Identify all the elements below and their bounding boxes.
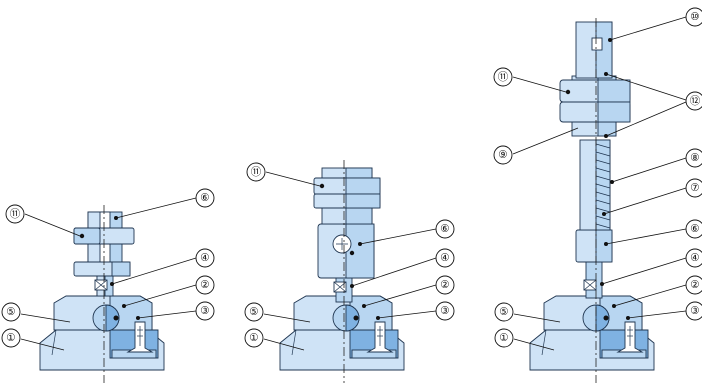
svg-text:⑫: ⑫	[690, 95, 701, 107]
callout-2: ②	[362, 275, 455, 308]
svg-text:⑥: ⑥	[690, 223, 699, 235]
callout-5: ⑤	[1, 302, 71, 323]
svg-text:③: ③	[440, 305, 449, 317]
assembly-short: ⑪ ⑥ ④ ② ③ ⑤	[1, 188, 215, 383]
svg-text:⑪: ⑪	[498, 71, 509, 83]
callout-12: ⑫	[604, 72, 702, 138]
svg-text:④: ④	[440, 252, 449, 264]
svg-text:⑪: ⑪	[10, 208, 21, 220]
callout-7: ⑦	[602, 178, 702, 216]
assembly-swivel: ⑪ ⑥ ④ ② ③ ⑤	[244, 160, 455, 383]
svg-text:②: ②	[690, 279, 699, 291]
svg-text:②: ②	[200, 279, 209, 291]
svg-text:③: ③	[690, 305, 699, 317]
svg-text:⑩: ⑩	[690, 11, 699, 23]
callout-1: ①	[1, 328, 65, 351]
svg-text:⑤: ⑤	[249, 306, 258, 318]
svg-text:①: ①	[6, 332, 15, 344]
svg-text:④: ④	[200, 252, 209, 264]
svg-text:⑥: ⑥	[440, 223, 449, 235]
svg-text:⑦: ⑦	[690, 182, 699, 194]
callout-6: ⑥	[358, 219, 455, 246]
svg-text:⑤: ⑤	[6, 306, 15, 318]
svg-text:②: ②	[440, 279, 449, 291]
callout-10: ⑩	[608, 7, 702, 42]
callout-2: ②	[612, 275, 702, 308]
callout-1: ①	[494, 328, 555, 351]
callout-3: ③	[136, 301, 215, 321]
callout-5: ⑤	[244, 302, 311, 323]
callout-11: ⑪	[246, 162, 321, 187]
svg-text:③: ③	[200, 305, 209, 317]
callout-8: ⑧	[610, 148, 702, 184]
callout-4: ④	[600, 248, 702, 286]
svg-text:⑤: ⑤	[499, 306, 508, 318]
svg-text:①: ①	[249, 332, 258, 344]
callout-3: ③	[376, 301, 455, 321]
callout-11: ⑪	[5, 204, 81, 237]
svg-text:⑪: ⑪	[251, 166, 262, 178]
callout-1: ①	[244, 328, 305, 351]
assembly-spring: ⑩ ⑪ ⑫ ⑨ ⑧ ⑦	[493, 7, 702, 383]
callout-9: ⑨	[493, 127, 579, 165]
svg-text:⑨: ⑨	[498, 149, 507, 161]
spring-coil	[595, 143, 611, 229]
callout-2: ②	[122, 275, 215, 308]
callout-5: ⑤	[494, 302, 561, 323]
svg-text:①: ①	[499, 332, 508, 344]
callout-3: ③	[626, 301, 702, 321]
svg-text:⑥: ⑥	[200, 192, 209, 204]
svg-text:⑧: ⑧	[690, 152, 699, 164]
callout-4: ④	[110, 248, 215, 286]
callout-11: ⑪	[493, 67, 567, 93]
callout-6: ⑥	[114, 188, 215, 220]
callout-4: ④	[350, 248, 455, 288]
svg-text:④: ④	[690, 252, 699, 264]
callout-6: ⑥	[604, 219, 702, 246]
